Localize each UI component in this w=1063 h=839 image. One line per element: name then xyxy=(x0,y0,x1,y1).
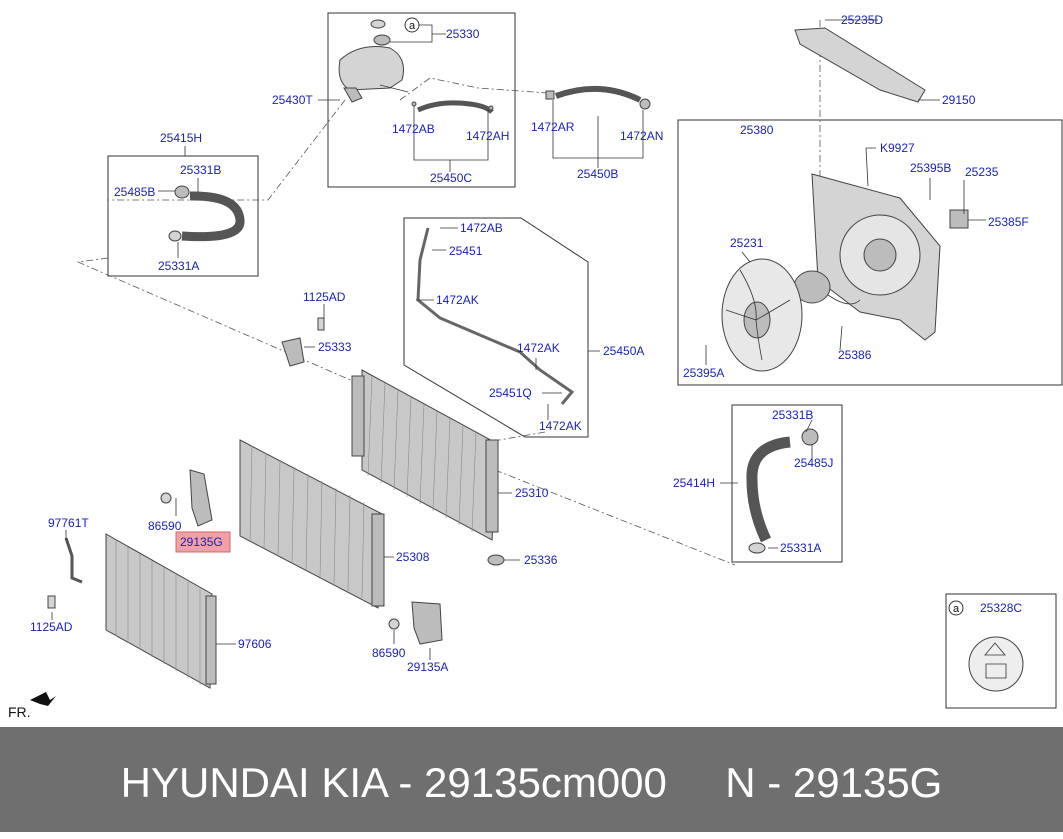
fan-shroud-group-frame xyxy=(677,119,1063,386)
radiator xyxy=(351,369,499,541)
label-29135a: 29135A xyxy=(407,660,448,674)
bolt-1125ad-bottom xyxy=(47,595,56,609)
label-25331b-right: 25331B xyxy=(772,408,813,422)
condenser-97606 xyxy=(105,533,217,689)
label-25450c: 25450C xyxy=(430,171,472,185)
clamp-1472ah xyxy=(488,105,494,111)
label-86590-top: 86590 xyxy=(148,519,182,533)
label-25331a-right: 25331A xyxy=(780,541,821,555)
label-97761t: 97761T xyxy=(48,516,89,530)
connection-line xyxy=(494,469,736,566)
hose-25415h xyxy=(168,185,245,242)
reservoir-hose xyxy=(416,100,494,114)
label-97606: 97606 xyxy=(238,637,272,651)
air-guard-29135a xyxy=(388,601,443,645)
connection-line xyxy=(108,99,346,201)
reservoir-cap xyxy=(370,19,391,46)
leader-line xyxy=(720,419,813,549)
label-25330: 25330 xyxy=(446,27,480,41)
front-arrow-icon xyxy=(30,692,56,706)
pipe-97761t xyxy=(64,537,83,584)
connection-line xyxy=(399,77,549,101)
front-direction-label: FR. xyxy=(8,704,31,720)
part-highlight xyxy=(175,531,231,553)
footer-bar: HYUNDAI KIA - 29135cm000 N - 29135G xyxy=(0,727,1063,832)
callout-a-legend-marker xyxy=(948,600,964,616)
leader-line xyxy=(158,146,199,258)
label-25485j: 25485J xyxy=(794,456,833,470)
leader-line xyxy=(51,498,431,660)
air-deflector-upper xyxy=(794,27,926,103)
label-25386: 25386 xyxy=(838,348,872,362)
label-25331a-left: 25331A xyxy=(158,259,199,273)
label-25450b: 25450B xyxy=(577,167,618,181)
label-25336: 25336 xyxy=(524,553,558,567)
coolant-reservoir xyxy=(338,46,409,103)
label-25395b: 25395B xyxy=(910,161,951,175)
leader-line xyxy=(552,100,644,168)
label-1472ab-mid: 1472AB xyxy=(460,221,503,235)
label-1125ad-top: 1125AD xyxy=(303,290,346,304)
label-1472an: 1472AN xyxy=(620,129,663,143)
label-1472ak-1: 1472AK xyxy=(436,293,479,307)
exploded-parts-diagram: a a 25330 25430T 1472AB 1472AH 25450C 14… xyxy=(8,12,1063,720)
hose-25414h xyxy=(746,428,819,554)
label-25231: 25231 xyxy=(730,236,764,250)
drain-plug-25336 xyxy=(487,554,505,566)
label-1472ar: 1472AR xyxy=(531,120,575,134)
label-25451q: 25451Q xyxy=(489,386,532,400)
hose-25450b xyxy=(545,85,651,110)
callout-a-marker-text: a xyxy=(409,20,416,32)
label-25414h: 25414H xyxy=(673,476,715,490)
clamp-1472ab-top xyxy=(411,101,417,107)
label-25395a: 25395A xyxy=(683,366,724,380)
leader-line xyxy=(825,19,940,101)
label-1472ab-top: 1472AB xyxy=(392,122,435,136)
label-k9927: K9927 xyxy=(880,141,915,155)
label-25235: 25235 xyxy=(965,165,999,179)
label-29150: 29150 xyxy=(942,93,976,107)
fan-shroud xyxy=(811,173,941,341)
overflow-hose-group-frame xyxy=(403,217,589,438)
label-25328c: 25328C xyxy=(980,601,1022,615)
overflow-hose-25450a xyxy=(416,227,575,405)
leader-line xyxy=(416,227,600,420)
leader-line xyxy=(390,24,446,43)
label-25333: 25333 xyxy=(318,340,352,354)
condenser-25308 xyxy=(239,439,385,609)
air-guard-29135g xyxy=(160,469,213,527)
hose-group-left-frame xyxy=(107,155,259,277)
leader-line xyxy=(865,147,986,221)
label-25331b-left: 25331B xyxy=(180,163,221,177)
label-25308: 25308 xyxy=(396,550,430,564)
warning-label-25328c xyxy=(968,636,1024,692)
radiator-bracket-25333 xyxy=(281,317,325,367)
label-25485b: 25485B xyxy=(114,185,155,199)
label-25450a: 25450A xyxy=(603,344,644,358)
leader-line xyxy=(304,304,520,561)
label-25430t: 25430T xyxy=(272,93,313,107)
hose-group-right-frame xyxy=(731,404,843,563)
resistor-25385f xyxy=(949,209,969,229)
label-29135g: 29135G xyxy=(180,535,223,549)
part-number-caption: HYUNDAI KIA - 29135cm000 N - 29135G xyxy=(120,759,943,806)
leader-line xyxy=(705,251,843,365)
label-25415h: 25415H xyxy=(160,131,202,145)
label-1472ah: 1472AH xyxy=(466,129,509,143)
label-1472ak-2: 1472AK xyxy=(517,341,560,355)
callout-a-legend-text: a xyxy=(953,603,960,615)
label-1125ad-bottom: 1125AD xyxy=(30,620,73,634)
label-1472ak-3: 1472AK xyxy=(539,419,582,433)
connection-line xyxy=(76,257,356,383)
label-25310: 25310 xyxy=(515,486,549,500)
label-25235d: 25235D xyxy=(841,13,883,27)
label-25380: 25380 xyxy=(740,123,774,137)
fan-blade xyxy=(721,258,803,372)
label-25385f: 25385F xyxy=(988,215,1029,229)
label-25451: 25451 xyxy=(449,244,483,258)
label-86590-bottom: 86590 xyxy=(372,646,406,660)
callout-a-frame xyxy=(945,593,1057,709)
leader-line xyxy=(413,106,489,172)
